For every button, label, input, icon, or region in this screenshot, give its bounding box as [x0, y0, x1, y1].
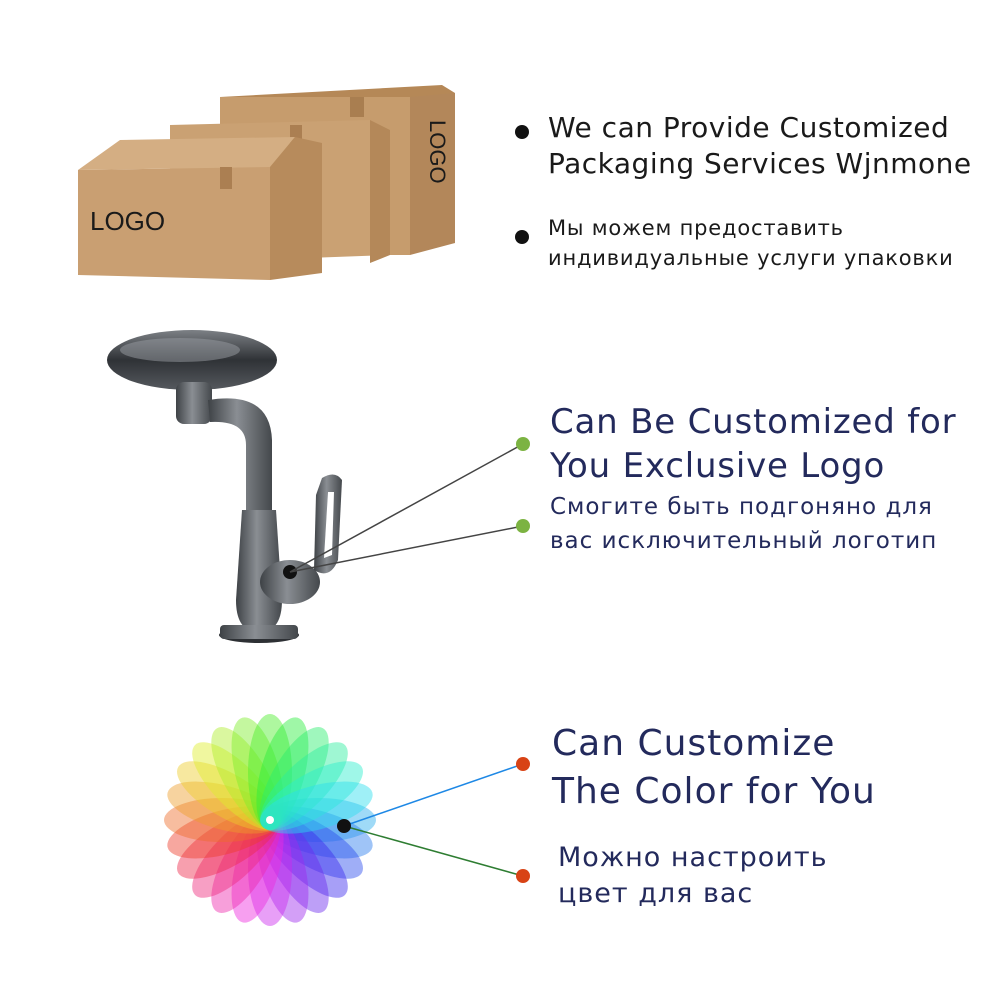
box-side-logo: LOGO: [425, 120, 450, 184]
packaging-ru-line: индивидуальные услуги упаковки: [548, 246, 954, 270]
color-text-en: Can Customize The Color for You: [552, 720, 876, 816]
wheel-petal: [260, 809, 363, 879]
logo-en-line: Can Be Customized for: [550, 402, 957, 442]
wheel-petal: [192, 810, 280, 898]
logo-ru-line: вас исключительный логотип: [550, 528, 938, 554]
wheel-petal: [260, 810, 348, 898]
wheel-petal: [211, 727, 281, 830]
wheel-petal: [167, 781, 280, 834]
callout-dot-green: [516, 437, 530, 451]
wheel-petal: [231, 810, 284, 923]
wheel-center: [266, 816, 274, 824]
wheel-petal: [260, 761, 363, 831]
wheel-petal: [256, 810, 309, 923]
color-ru-line: цвет для вас: [558, 878, 754, 909]
wheel-petal: [164, 798, 280, 842]
faucet-image: [100, 320, 360, 660]
color-en-line: Can Customize: [552, 723, 836, 764]
callout-dot-red: [516, 757, 530, 771]
wheel-petal: [177, 809, 280, 879]
wheel-petal: [211, 810, 281, 913]
packaging-en-line: We can Provide Customized: [548, 111, 950, 144]
color-ru-line: Можно настроить: [558, 842, 828, 873]
logo-text-en: Can Be Customized for You Exclusive Logo: [550, 400, 956, 488]
wheel-petal: [259, 810, 329, 913]
svg-text:LOGO: LOGO: [425, 120, 450, 184]
wheel-petal: [256, 717, 309, 830]
wheel-petal: [231, 717, 284, 830]
wheel-petal: [192, 742, 280, 830]
packaging-en-line: Packaging Services Wjnmone: [548, 147, 972, 180]
wheel-petal: [248, 810, 292, 926]
bullet-icon: [515, 125, 529, 139]
logo-ru-line: Смогите быть подгоняно для: [550, 494, 933, 520]
color-point-marker: [337, 819, 351, 833]
packaging-text-ru: Мы можем предоставить индивидуальные усл…: [548, 213, 954, 273]
logo-text-ru: Смогите быть подгоняно для вас исключите…: [550, 490, 937, 558]
packaging-text-en: We can Provide Customized Packaging Serv…: [548, 110, 972, 182]
callout-dot-red: [516, 869, 530, 883]
callout-dot-green: [516, 519, 530, 533]
color-wheel-image: [158, 708, 382, 932]
wheel-petal: [260, 742, 348, 830]
wheel-petal: [167, 806, 280, 859]
wheel-petal: [248, 714, 292, 830]
packaging-boxes: LOGO LOGO: [70, 85, 470, 285]
logo-en-line: You Exclusive Logo: [550, 446, 886, 486]
bullet-icon: [515, 230, 529, 244]
svg-text:LOGO: LOGO: [90, 206, 165, 236]
wheel-petal: [259, 727, 329, 830]
packaging-ru-line: Мы можем предоставить: [548, 216, 844, 240]
color-en-line: The Color for You: [552, 771, 876, 812]
wheel-petal: [177, 761, 280, 831]
color-text-ru: Можно настроить цвет для вас: [558, 840, 828, 912]
box-front-logo: LOGO: [90, 206, 165, 236]
